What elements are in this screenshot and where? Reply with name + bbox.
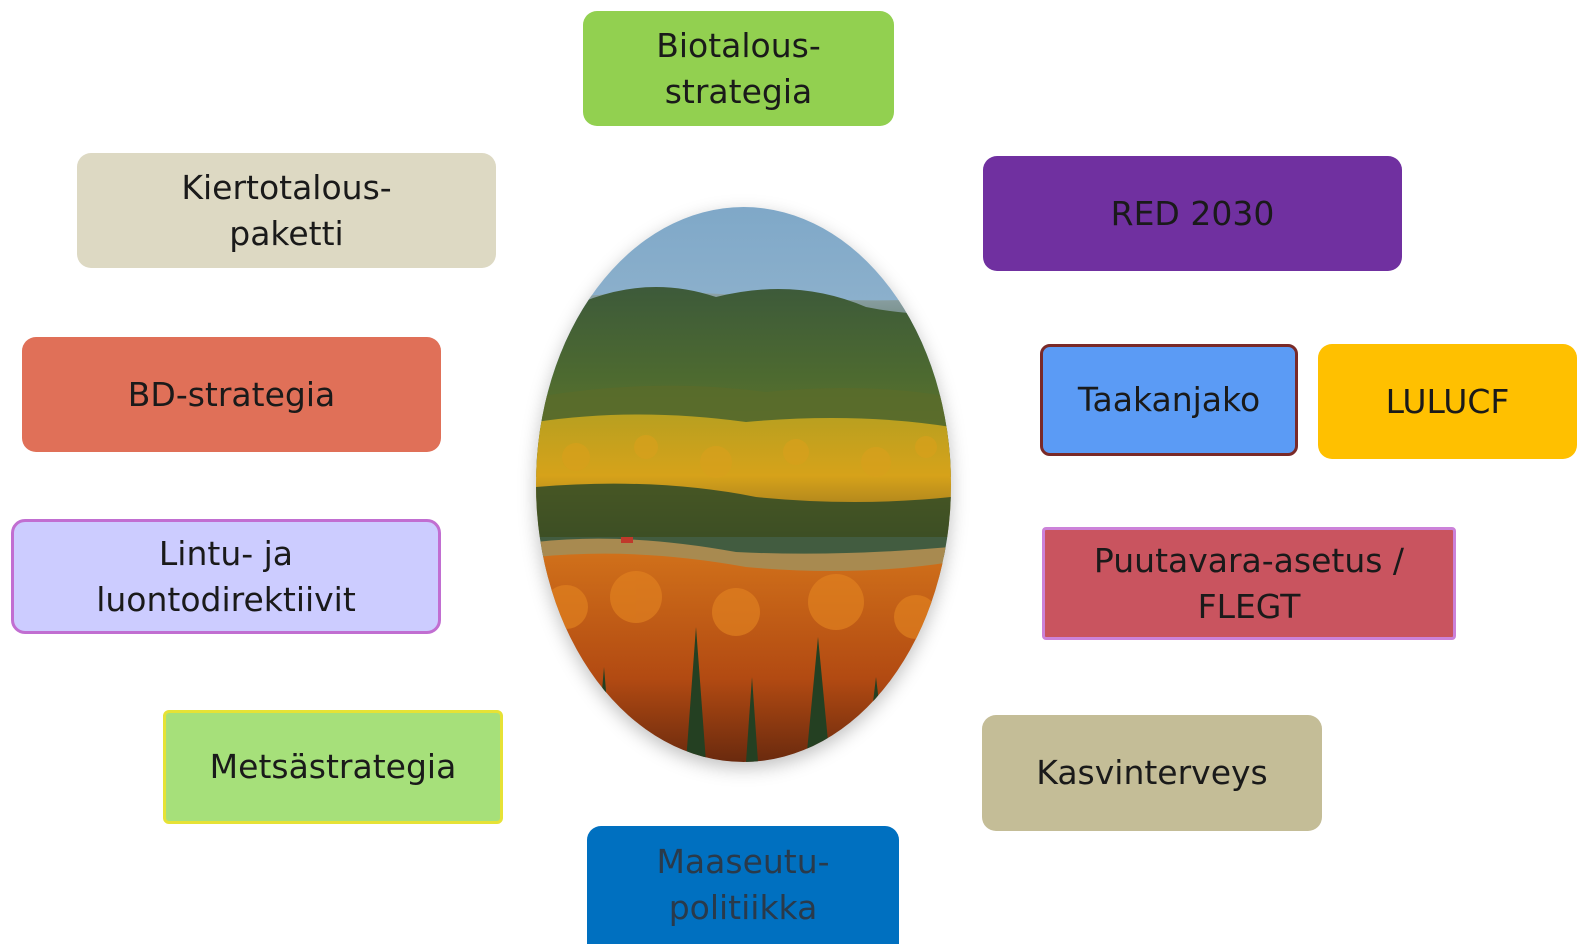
node-label: RED 2030	[1110, 193, 1275, 233]
node-label: Taakanjako	[1077, 380, 1261, 419]
node-red-2030: RED 2030	[983, 156, 1402, 271]
node-label: Maaseutu- politiikka	[656, 842, 830, 927]
node-label: Puutavara-asetus / FLEGT	[1093, 540, 1405, 626]
forest-image	[536, 207, 951, 762]
node-maaseutupolitiikka: Maaseutu- politiikka	[587, 826, 899, 944]
node-label: Metsästrategia	[209, 747, 457, 786]
node-label: Biotalous- strategia	[656, 25, 821, 111]
node-biotalous-strategia: Biotalous- strategia	[583, 11, 894, 126]
node-label: Kiertotalous- paketti	[181, 167, 392, 253]
node-label: BD-strategia	[127, 374, 336, 414]
node-lintu-ja-luontodirektiivit: Lintu- ja luontodirektiivit	[11, 519, 441, 634]
node-lulucf: LULUCF	[1318, 344, 1577, 459]
node-kiertotalous-paketti: Kiertotalous- paketti	[77, 153, 496, 268]
node-bd-strategia: BD-strategia	[22, 337, 441, 452]
node-label: Kasvinterveys	[1036, 753, 1268, 792]
forest-illustration	[536, 207, 951, 762]
node-label: Lintu- ja luontodirektiivit	[96, 533, 356, 619]
node-label: LULUCF	[1385, 381, 1510, 421]
node-taakanjako: Taakanjako	[1040, 344, 1298, 456]
node-metsastrategia: Metsästrategia	[163, 710, 503, 824]
node-kasvinterveys: Kasvinterveys	[982, 715, 1322, 831]
node-puutavara-asetus-flegt: Puutavara-asetus / FLEGT	[1042, 527, 1456, 640]
